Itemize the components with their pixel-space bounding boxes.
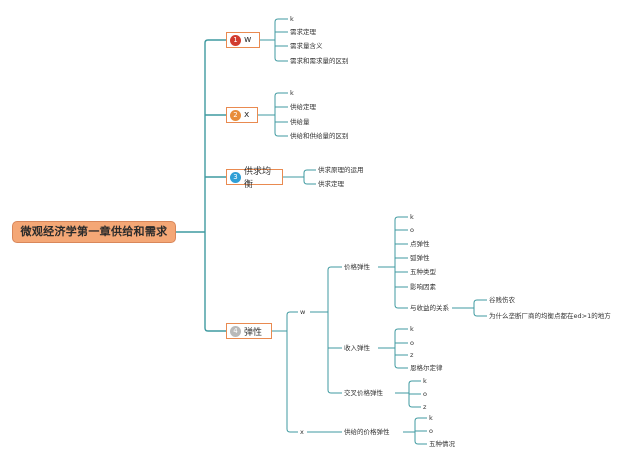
income-link-branch-1 <box>394 328 408 348</box>
price-link-branch-7 <box>394 267 408 309</box>
root-node[interactable]: 微观经济学第一章供给和需求 <box>12 221 176 243</box>
revenue-link-branch-1 <box>473 299 487 308</box>
income-item-3[interactable]: z <box>410 351 414 359</box>
number-3-icon: 3 <box>230 171 241 183</box>
price-item-2[interactable]: o <box>410 226 414 234</box>
topic-4-link-branch-1 <box>286 311 298 331</box>
price-item-1[interactable]: k <box>410 213 414 221</box>
topic-2-link-branch-4 <box>274 115 288 137</box>
supply-link-branch-1 <box>414 417 427 432</box>
topic-1-node[interactable]: 1 w <box>226 32 260 48</box>
income-item-2[interactable]: o <box>410 339 414 347</box>
topic-3-link-branch-2 <box>303 177 316 185</box>
topic-2-link-branch-1 <box>274 92 288 115</box>
cross-elasticity-node[interactable]: 交叉价格弹性 <box>344 389 383 397</box>
cross-item-2[interactable]: o <box>423 390 427 398</box>
price-item-5[interactable]: 五种类型 <box>410 268 436 276</box>
price-item-6[interactable]: 影响因素 <box>410 283 436 291</box>
revenue-item-1[interactable]: 谷贱伤农 <box>489 296 515 304</box>
topic-3-node[interactable]: 3 供求均衡 <box>226 167 283 190</box>
cross-link-branch-3 <box>408 393 421 408</box>
topic-2-leaf-2[interactable]: 供给定理 <box>290 103 316 111</box>
topic-3-label: 供求均衡 <box>244 167 272 190</box>
cross-item-1[interactable]: k <box>423 377 427 385</box>
topic-4-link-branch-2 <box>286 331 298 433</box>
revenue-item-2[interactable]: 为什么垄断厂商的均衡点都在ed>1的地方 <box>489 312 611 320</box>
price-item-3[interactable]: 点弹性 <box>410 240 430 248</box>
w-link-branch-1 <box>327 266 342 312</box>
topic-1-leaf-4[interactable]: 需求和需求量的区别 <box>290 57 349 65</box>
revenue-link-branch-2 <box>473 308 487 317</box>
elasticity-x-node[interactable]: x <box>300 428 304 436</box>
cross-item-3[interactable]: z <box>423 403 427 411</box>
topic-2-leaf-4[interactable]: 供给和供给量的区别 <box>290 132 349 140</box>
elasticity-w-node[interactable]: w <box>300 308 306 316</box>
income-link-branch-4 <box>394 348 408 369</box>
price-elasticity-node[interactable]: 价格弹性 <box>344 263 370 271</box>
income-item-1[interactable]: k <box>410 325 414 333</box>
supply-link-branch-3 <box>414 432 427 445</box>
root-link-branch-4 <box>204 232 226 332</box>
topic-1-label: w <box>244 35 252 45</box>
supply-item-1[interactable]: k <box>429 414 433 422</box>
topic-4-node[interactable]: 4 弹性 <box>226 323 272 339</box>
income-elasticity-node[interactable]: 收入弹性 <box>344 344 370 352</box>
topic-3-leaf-2[interactable]: 供求定理 <box>318 180 344 188</box>
topic-2-leaf-3[interactable]: 供给量 <box>290 118 310 126</box>
topic-1-link-branch-1 <box>274 18 288 40</box>
topic-1-leaf-3[interactable]: 需求量含义 <box>290 42 323 50</box>
cross-link-branch-1 <box>408 380 421 393</box>
topic-2-leaf-1[interactable]: k <box>290 89 294 97</box>
topic-2-label: x <box>244 110 250 120</box>
supply-item-3[interactable]: 五种情况 <box>429 440 455 448</box>
topic-3-link-branch-1 <box>303 169 316 177</box>
topic-4-label: 弹性 <box>244 327 263 338</box>
supply-item-2[interactable]: o <box>429 427 433 435</box>
price-link-branch-1 <box>394 216 408 267</box>
income-item-4[interactable]: 恩格尔定律 <box>410 364 443 372</box>
root-link-branch-1 <box>204 39 226 232</box>
topic-1-leaf-1[interactable]: k <box>290 15 294 23</box>
supply-elasticity-node[interactable]: 供给的价格弹性 <box>344 428 390 436</box>
w-link-branch-3 <box>327 312 342 394</box>
price-item-7[interactable]: 与收益的关系 <box>410 304 449 312</box>
number-4-icon: 4 <box>230 325 241 337</box>
price-item-4[interactable]: 弧弹性 <box>410 254 430 262</box>
topic-1-leaf-2[interactable]: 需求定理 <box>290 28 316 36</box>
topic-2-node[interactable]: 2 x <box>226 107 258 123</box>
topic-1-link-branch-4 <box>274 40 288 62</box>
number-2-icon: 2 <box>230 109 241 121</box>
topic-3-leaf-1[interactable]: 供求原理的运用 <box>318 166 364 174</box>
number-1-icon: 1 <box>230 34 241 46</box>
